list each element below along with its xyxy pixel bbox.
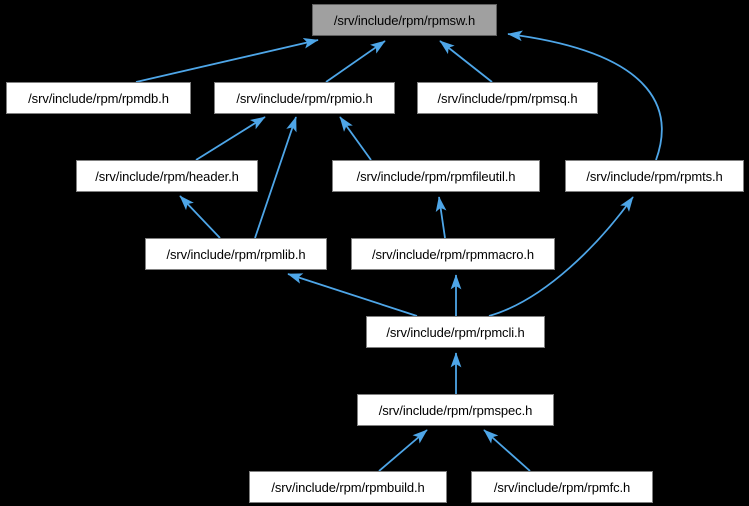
edge-rpmlib-to-rpmio xyxy=(254,116,297,239)
node-label-rpmlib: /srv/include/rpm/rpmlib.h xyxy=(166,246,306,262)
edge-rpmts-to-rpmsw xyxy=(507,30,663,161)
node-label-rpmfileutil: /srv/include/rpm/rpmfileutil.h xyxy=(356,168,516,184)
edge-rpmmacro-to-rpmfileutil xyxy=(435,196,447,239)
node-rpmdb[interactable]: /srv/include/rpm/rpmdb.h xyxy=(6,82,191,114)
node-rpmio[interactable]: /srv/include/rpm/rpmio.h xyxy=(214,82,395,114)
node-rpmts[interactable]: /srv/include/rpm/rpmts.h xyxy=(565,160,744,192)
node-label-rpmdb: /srv/include/rpm/rpmdb.h xyxy=(28,90,169,106)
node-rpmfileutil[interactable]: /srv/include/rpm/rpmfileutil.h xyxy=(332,160,540,192)
node-label-rpmmacro: /srv/include/rpm/rpmmacro.h xyxy=(371,246,534,262)
node-label-rpmcli: /srv/include/rpm/rpmcli.h xyxy=(386,324,525,340)
node-label-rpmspec: /srv/include/rpm/rpmspec.h xyxy=(378,402,533,418)
node-rpmsw[interactable]: /srv/include/rpm/rpmsw.h xyxy=(312,4,497,36)
node-label-rpmsq: /srv/include/rpm/rpmsq.h xyxy=(437,90,578,106)
node-label-header: /srv/include/rpm/header.h xyxy=(95,168,239,184)
node-rpmlib[interactable]: /srv/include/rpm/rpmlib.h xyxy=(145,238,327,270)
node-rpmbuild[interactable]: /srv/include/rpm/rpmbuild.h xyxy=(249,471,447,503)
node-label-rpmsw: /srv/include/rpm/rpmsw.h xyxy=(333,12,476,28)
node-label-rpmts: /srv/include/rpm/rpmts.h xyxy=(586,168,723,184)
edge-rpmdb-to-rpmsw xyxy=(135,37,319,83)
node-rpmsq[interactable]: /srv/include/rpm/rpmsq.h xyxy=(417,82,598,114)
node-header[interactable]: /srv/include/rpm/header.h xyxy=(76,160,258,192)
node-rpmmacro[interactable]: /srv/include/rpm/rpmmacro.h xyxy=(351,238,555,270)
node-label-rpmbuild: /srv/include/rpm/rpmbuild.h xyxy=(271,479,425,495)
node-rpmspec[interactable]: /srv/include/rpm/rpmspec.h xyxy=(357,394,554,426)
node-rpmfc[interactable]: /srv/include/rpm/rpmfc.h xyxy=(471,471,653,503)
edge-rpmlib-to-header xyxy=(179,195,221,239)
edge-rpmfc-to-rpmspec xyxy=(483,429,531,472)
edge-rpmsq-to-rpmsw xyxy=(439,40,493,83)
node-label-rpmfc: /srv/include/rpm/rpmfc.h xyxy=(493,479,631,495)
node-label-rpmio: /srv/include/rpm/rpmio.h xyxy=(236,90,373,106)
edge-rpmfileutil-to-rpmio xyxy=(339,116,372,161)
edges-group xyxy=(135,30,663,472)
edge-header-to-rpmio xyxy=(195,116,266,161)
edge-rpmio-to-rpmsw xyxy=(325,40,386,83)
edge-rpmcli-to-rpmts xyxy=(488,196,634,317)
node-rpmcli[interactable]: /srv/include/rpm/rpmcli.h xyxy=(366,316,545,348)
edge-rpmcli-to-rpmlib xyxy=(287,273,418,317)
edge-rpmbuild-to-rpmspec xyxy=(378,429,428,472)
